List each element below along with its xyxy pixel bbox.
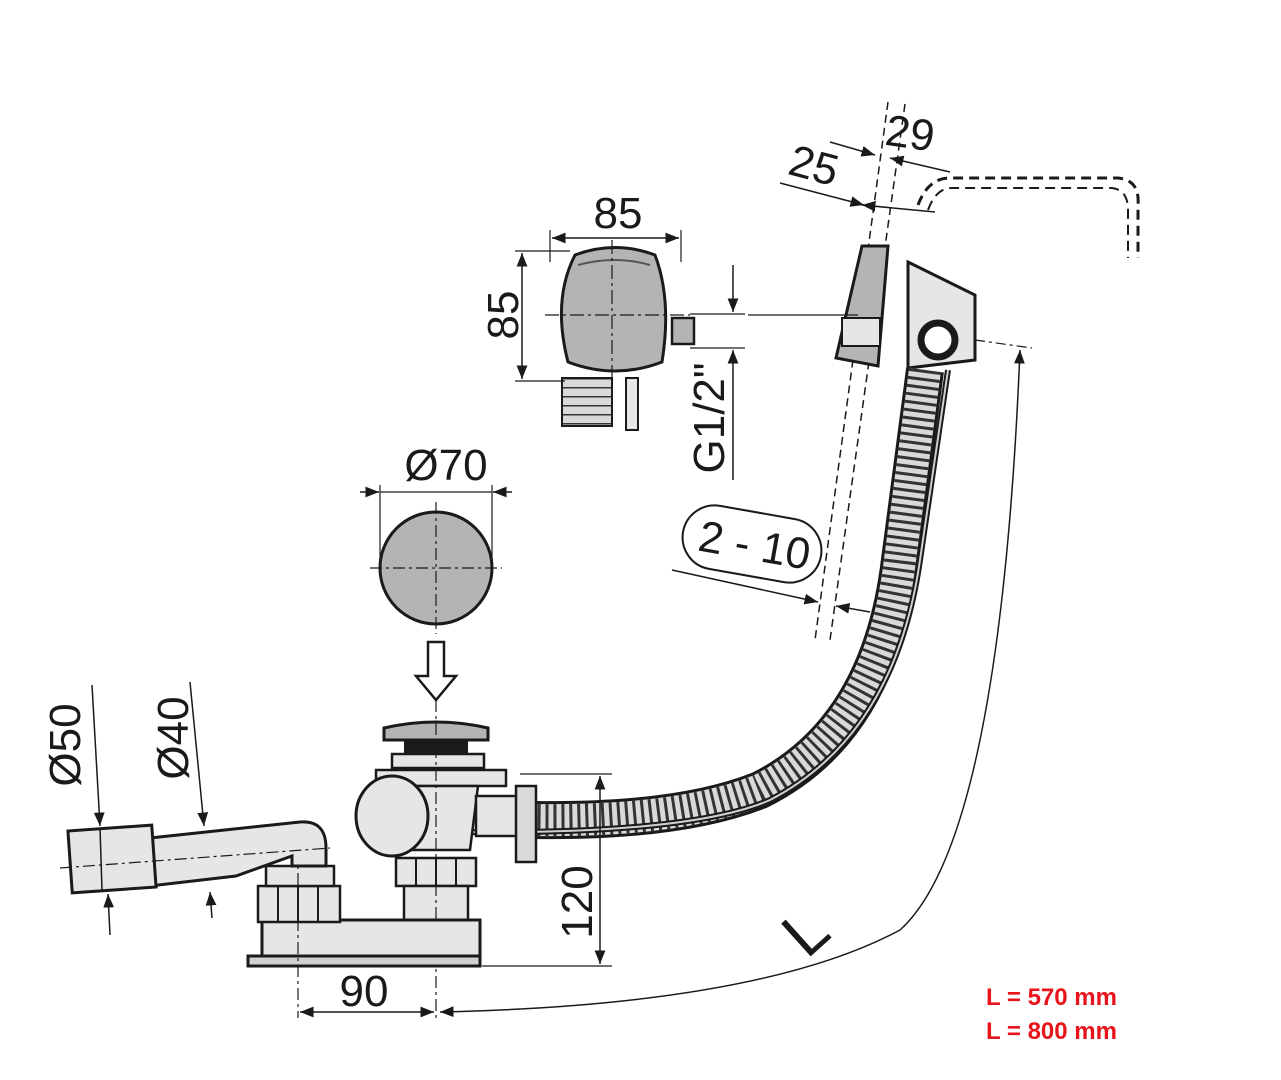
dim-overflow-height: 85 [479,250,570,382]
dim-label-outlet-outer: Ø50 [41,703,90,786]
dim-label-overflow-width: 85 [594,189,643,238]
dim-label-outlet-inner: Ø40 [149,696,198,779]
length-option-800: L = 800 mm [986,1018,1117,1045]
dim-label-plug-diameter: Ø70 [404,441,487,490]
dim-outlet-inner: Ø40 [149,681,217,919]
dim-thread: G1/2" [685,265,745,480]
dim-label-plate-depth: 29 [882,106,937,161]
dim-plate-thickness: 25 [779,136,936,213]
dim-offset: 90 [300,967,434,1018]
overflow-head [545,240,696,431]
dim-overflow-width: 85 [549,189,682,262]
dim-label-thread: G1/2" [685,362,734,473]
plug-disc [370,502,502,634]
outlet-pipe [59,820,331,895]
dim-outlet-outer: Ø50 [41,684,115,936]
dim-label-offset: 90 [340,967,389,1016]
dim-label-waste-height: 120 [553,865,602,938]
dim-plate-depth: 29 [829,106,951,173]
dim-label-plate-thickness: 25 [784,136,844,196]
dim-wall-range: 2 - 10 [671,504,871,614]
dim-label-overflow-height: 85 [479,291,528,340]
insert-arrow-icon [413,640,459,702]
wall-plate-assembly [748,101,1140,641]
length-option-570: L = 570 mm [986,984,1117,1011]
